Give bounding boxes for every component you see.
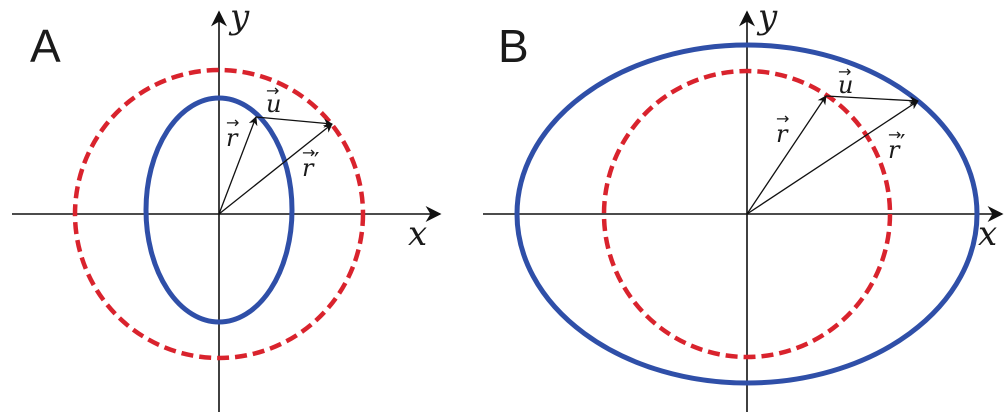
panel-b-label: B (498, 20, 529, 72)
panel-b-vector-r (746, 95, 827, 215)
panel-a-y-label: y (228, 0, 250, 37)
panel-b-y-label: y (756, 0, 778, 37)
panel-a-dashed-circle (72, 67, 366, 361)
panel-b: B x y → r → u → r ′ (483, 0, 1004, 412)
panel-a-vector-r (218, 116, 258, 215)
panel-b-ellipse (514, 42, 980, 386)
panel-b-r-arrow: → (776, 109, 789, 128)
panel-b-dashed-circle (601, 68, 893, 360)
panel-a-r-label: r (226, 124, 239, 152)
panel-a-r-prime-label: r (302, 154, 315, 182)
panel-a-x-label: x (408, 214, 427, 254)
panel-a-ellipse (143, 95, 295, 325)
panel-b-prime-mark: ′ (900, 130, 905, 158)
panel-a-u-label: u (266, 90, 281, 118)
panel-a-vector-u (255, 116, 333, 128)
panel-a-u-arrow: → (266, 81, 279, 100)
panel-a-r-prime-arrow: → (302, 143, 315, 162)
panel-a-vector-r-prime (218, 123, 333, 215)
panel-a-label: A (30, 20, 61, 72)
panel-a-prime-mark: ′ (314, 148, 319, 176)
panel-b-u-arrow: → (838, 62, 851, 81)
panel-b-r-prime-arrow: → (888, 125, 901, 144)
panel-b-r-label: r (776, 120, 789, 148)
panel-b-vector-u (825, 95, 919, 106)
panel-a-r-arrow: → (226, 113, 239, 132)
panel-b-u-label: u (838, 71, 853, 99)
panel-a: A x y → r → u → r ′ (12, 0, 442, 412)
panel-b-x-label: x (978, 214, 997, 254)
panel-b-vector-r-prime (746, 100, 919, 215)
panel-b-r-prime-label: r (888, 136, 901, 164)
